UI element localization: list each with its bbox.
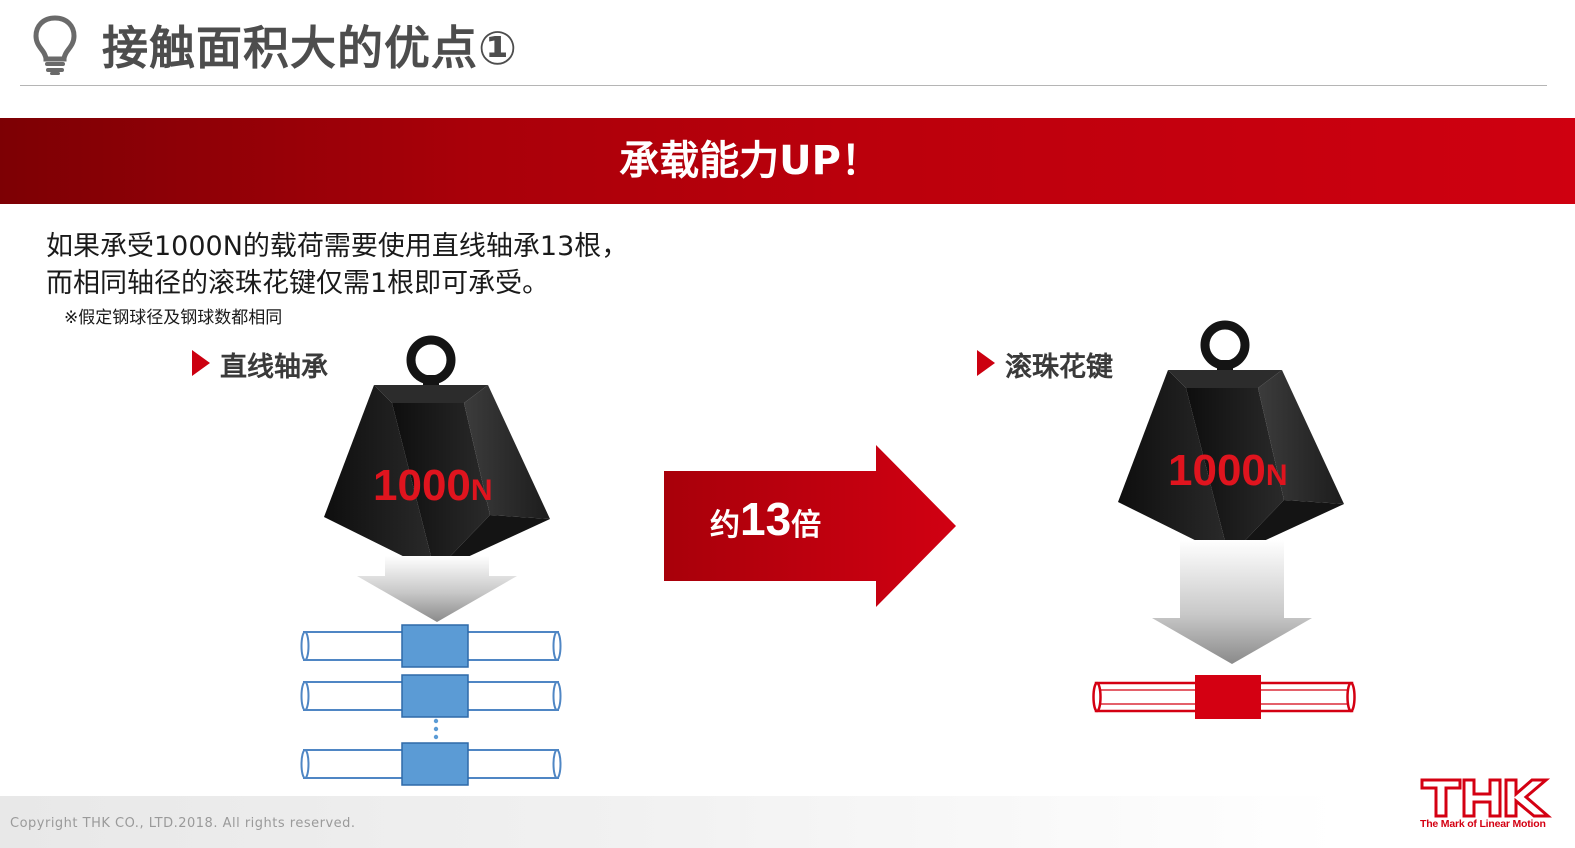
description-line-2: 而相同轴径的滚珠花键仅需1根即可承受。: [46, 268, 550, 299]
label-linear-bushing: 直线轴承: [220, 352, 328, 383]
triangle-marker-icon: [977, 350, 995, 376]
linear-bushing-shaft-1: [300, 624, 562, 668]
weight-icon: [324, 335, 550, 572]
weight-value: 1000: [1168, 446, 1266, 495]
weight-label-right: 1000N: [1168, 446, 1288, 496]
ratio-prefix: 约: [710, 508, 740, 543]
logo-tagline: The Mark of Linear Motion: [1420, 818, 1546, 830]
footer-band: [0, 796, 1575, 848]
ellipsis-dots-icon: [433, 718, 439, 740]
title-divider: [20, 85, 1547, 86]
down-arrow-icon: [357, 556, 517, 622]
weight-label-left: 1000N: [373, 461, 493, 511]
banner-text: 承载能力UP！: [619, 138, 881, 184]
weight-value: 1000: [373, 461, 471, 510]
thk-logo: [1420, 778, 1552, 818]
copyright-text: Copyright THK CO., LTD.2018. All rights …: [10, 816, 356, 831]
weight-unit: N: [470, 474, 493, 507]
description: 如果承受1000N的载荷需要使用直线轴承13根， 而相同轴径的滚珠花键仅需1根即…: [46, 228, 628, 302]
lightbulb-icon: [33, 15, 77, 75]
headline-banner: 承载能力UP！: [0, 118, 1575, 204]
label-ball-spline: 滚珠花键: [1005, 352, 1113, 383]
weight-icon: [1118, 320, 1344, 557]
ball-spline-shaft: [1092, 675, 1356, 719]
ratio-suffix: 倍: [791, 508, 822, 543]
description-line-1: 如果承受1000N的载荷需要使用直线轴承13根，: [46, 231, 629, 262]
comparison-ratio: 约13倍: [710, 492, 821, 546]
comparison-arrow-icon: [664, 445, 956, 607]
linear-bushing-shaft-3: [300, 742, 562, 786]
ratio-multiplier: 13: [740, 493, 792, 545]
assumption-note: ※假定钢球径及钢球数都相同: [64, 308, 283, 328]
weight-unit: N: [1265, 459, 1288, 492]
down-arrow-icon: [1152, 540, 1312, 664]
triangle-marker-icon: [192, 350, 210, 376]
title-row: 接触面积大的优点①: [0, 0, 1575, 86]
linear-bushing-shaft-2: [300, 674, 562, 718]
page-title: 接触面积大的优点①: [102, 21, 518, 75]
